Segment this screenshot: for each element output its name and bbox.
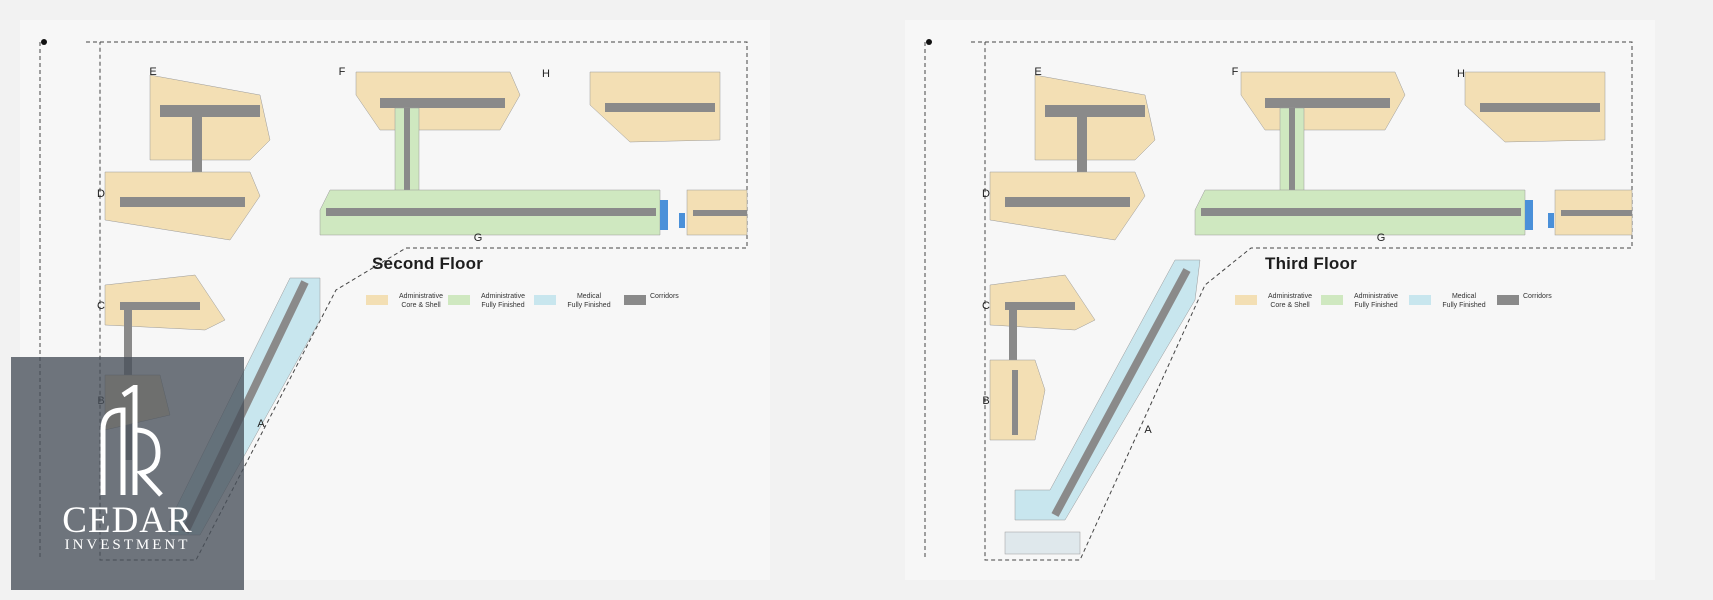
- legend-swatch-core-shell: [1235, 295, 1257, 305]
- legend-label: Administrative Core & Shell: [1268, 293, 1312, 309]
- legend: Administrative Core & Shell Administrati…: [366, 292, 786, 322]
- legend-label: Medical Fully Finished: [1442, 293, 1486, 309]
- legend-label: Administrative Fully Finished: [481, 293, 525, 309]
- cedar-investment-logo-icon: [100, 385, 163, 497]
- block-label-g: G: [473, 232, 483, 244]
- block-label-h: H: [1457, 68, 1465, 80]
- floor-title: Second Floor: [372, 254, 484, 273]
- floor-title: Third Floor: [1265, 254, 1357, 273]
- block-label-a: A: [1144, 424, 1152, 436]
- legend-swatch-core-shell: [366, 295, 388, 305]
- legend-label: Corridors: [650, 293, 679, 300]
- block-label-e: E: [149, 66, 157, 78]
- watermark-logo: CEDAR INVESTMENT: [11, 357, 244, 590]
- block-label-c: C: [97, 300, 105, 312]
- legend-label: Medical Fully Finished: [567, 293, 611, 309]
- floor-plan-third: Third Floor E D F H G C B A Administrati…: [905, 20, 1655, 580]
- block-label-a: A: [257, 418, 265, 430]
- legend-swatch-fully-finished: [1321, 295, 1343, 305]
- legend: Administrative Core & Shell Administrati…: [1235, 292, 1655, 322]
- block-label-e: E: [1034, 66, 1042, 78]
- block-label-f: F: [338, 66, 346, 78]
- floor-plan-drawing-third: [924, 39, 1633, 561]
- block-label-b: B: [982, 395, 990, 407]
- legend-swatch-corridors: [1497, 295, 1519, 305]
- legend-label: Administrative Fully Finished: [1354, 293, 1398, 309]
- legend-swatch-corridors: [624, 295, 646, 305]
- logo-title: CEDAR: [62, 500, 193, 541]
- logo-subtitle: INVESTMENT: [64, 537, 191, 553]
- block-label-d: D: [982, 188, 990, 200]
- block-label-h: H: [542, 68, 550, 80]
- block-label-f: F: [1231, 66, 1239, 78]
- block-label-d: D: [97, 188, 105, 200]
- legend-label: Administrative Core & Shell: [399, 293, 443, 309]
- legend-swatch-medical: [1409, 295, 1431, 305]
- block-label-c: C: [982, 300, 990, 312]
- legend-swatch-fully-finished: [448, 295, 470, 305]
- block-label-g: G: [1376, 232, 1386, 244]
- legend-swatch-medical: [534, 295, 556, 305]
- legend-label: Corridors: [1523, 293, 1552, 300]
